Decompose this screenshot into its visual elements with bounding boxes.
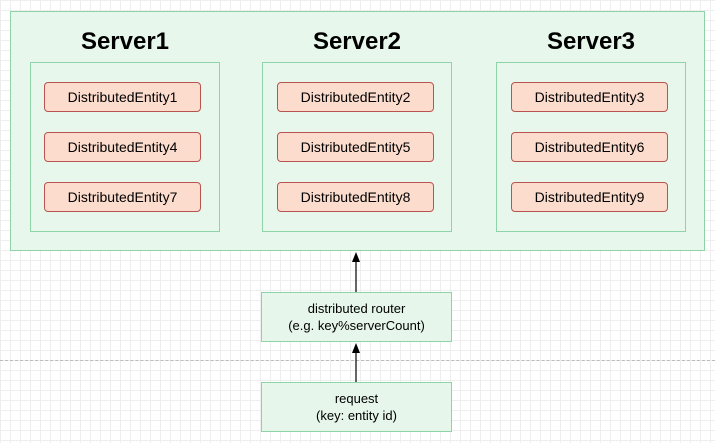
entity-8: DistributedEntity8 (277, 182, 434, 212)
entity-7: DistributedEntity7 (44, 182, 201, 212)
entity-6: DistributedEntity6 (511, 132, 668, 162)
entity-3: DistributedEntity3 (511, 82, 668, 112)
arrowhead-servers (352, 252, 360, 262)
entity-2: DistributedEntity2 (277, 82, 434, 112)
server3-title: Server3 (546, 28, 636, 55)
request-box: request (key: entity id) (261, 382, 452, 432)
router-example: (e.g. key%serverCount) (288, 318, 425, 333)
router-box: distributed router (e.g. key%serverCount… (261, 292, 452, 342)
request-label: request (334, 391, 379, 406)
entity-9: DistributedEntity9 (511, 182, 668, 212)
entity-5: DistributedEntity5 (277, 132, 434, 162)
request-key: (key: entity id) (316, 408, 397, 423)
separator-line (0, 360, 715, 361)
arrowhead-router (352, 343, 360, 353)
server2-title: Server2 (312, 28, 402, 55)
entity-1: DistributedEntity1 (44, 82, 201, 112)
entity-4: DistributedEntity4 (44, 132, 201, 162)
server1-title: Server1 (80, 28, 170, 55)
router-label: distributed router (307, 301, 406, 316)
